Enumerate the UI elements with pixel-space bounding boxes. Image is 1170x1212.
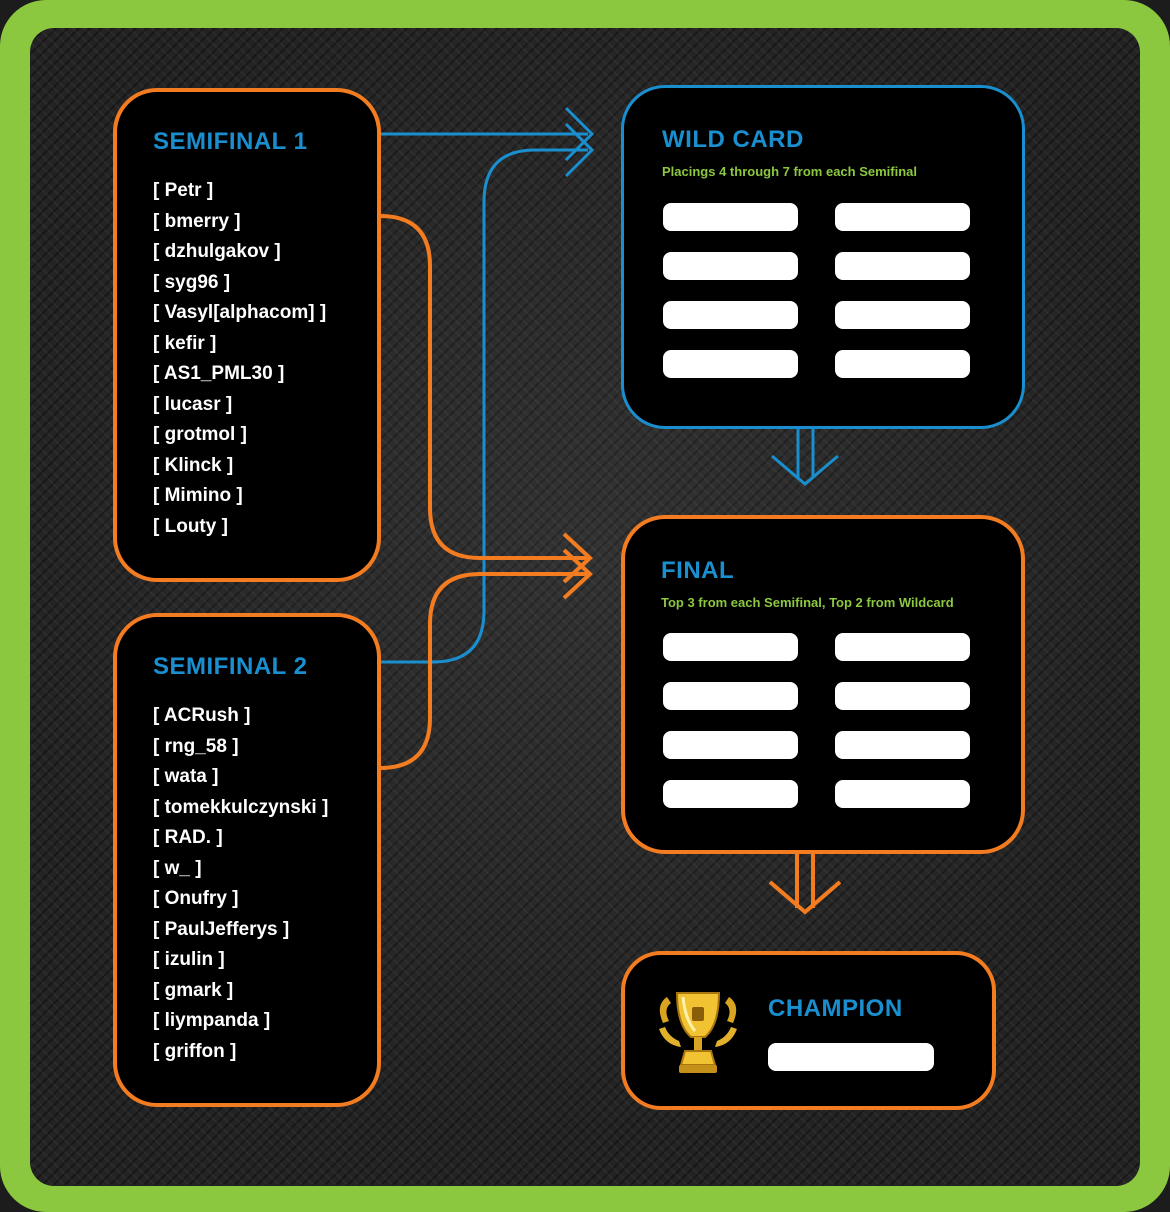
sf2-to-wildcard-line xyxy=(380,148,588,664)
player-entry: [ syg96 ] xyxy=(153,271,231,293)
sf2-to-wildcard-arrowhead xyxy=(564,122,595,178)
semifinal-1-panel: SEMIFINAL 1 [ Petr ] [ bmerry ] [ dzhulgak… xyxy=(113,88,381,582)
semifinal-2-player-list: [ ACRush ] [ rng_58 ] [ wata ] [ tomekkulcz… xyxy=(153,701,328,1067)
wildcard-slot xyxy=(663,301,798,329)
player-entry: [ wata ] xyxy=(153,766,219,787)
wildcard-panel: WILD CARD Placings 4 through 7 from each… xyxy=(621,85,1025,429)
wildcard-subtitle: Placings 4 through 7 from each Semifinal xyxy=(662,164,918,179)
player-entry: [ lucasr ] xyxy=(153,393,233,415)
wildcard-title: WILD CARD xyxy=(662,126,804,153)
semifinal-2-title: SEMIFINAL 2 xyxy=(153,653,308,680)
final-slot xyxy=(835,731,970,759)
sf2-to-final-line xyxy=(379,572,588,770)
player-entry: [ RAD. ] xyxy=(153,827,223,848)
final-slot xyxy=(663,633,798,661)
player-entry: [ rng_58 ] xyxy=(153,735,239,757)
player-entry: [ Louty ] xyxy=(153,515,228,537)
champion-title: CHAMPION xyxy=(768,995,903,1022)
sf1-to-final-line xyxy=(379,214,588,560)
final-slot xyxy=(835,633,970,661)
wildcard-slot xyxy=(835,350,970,378)
player-entry: [ PaulJefferys ] xyxy=(153,918,290,940)
wildcard-slot xyxy=(835,252,970,280)
final-slot xyxy=(835,682,970,710)
champion-panel: CHAMPION xyxy=(621,951,996,1110)
player-entry: [ izulin ] xyxy=(153,949,225,970)
player-entry: [ ACRush ] xyxy=(153,705,251,726)
player-entry: [ gmark ] xyxy=(153,979,234,1001)
player-entry: [ Klinck ] xyxy=(153,454,234,476)
final-slot xyxy=(663,682,798,710)
final-to-champion-arrow xyxy=(768,850,842,915)
player-entry: [ Vasyl[alphacom] ] xyxy=(153,302,327,323)
semifinal-1-player-list: [ Petr ] [ bmerry ] [ dzhulgakov ] [ syg96 … xyxy=(153,176,326,542)
player-entry: [ dzhulgakov ] xyxy=(153,241,281,262)
final-slot xyxy=(663,731,798,759)
trophy-icon xyxy=(659,992,737,1073)
wildcard-slot xyxy=(663,203,798,231)
player-entry: [ grotmol ] xyxy=(153,424,247,445)
semifinal-1-title: SEMIFINAL 1 xyxy=(153,128,308,155)
wildcard-slot xyxy=(663,350,798,378)
player-entry: [ griffon ] xyxy=(153,1040,237,1062)
champion-slot xyxy=(768,1043,934,1071)
final-slot xyxy=(835,780,970,808)
player-entry: [ Onufry ] xyxy=(153,888,239,909)
wildcard-slot xyxy=(835,301,970,329)
player-entry: [ tomekkulczynski ] xyxy=(153,796,329,818)
semifinal-2-panel: SEMIFINAL 2 [ ACRush ] [ rng_58 ] [ wata ]… xyxy=(113,613,381,1107)
player-entry: [ liympanda ] xyxy=(153,1010,271,1031)
final-panel: FINAL Top 3 from each Semifinal, Top 2 f… xyxy=(621,515,1025,854)
player-entry: [ AS1_PML30 ] xyxy=(153,363,285,384)
final-subtitle: Top 3 from each Semifinal, Top 2 from Wi… xyxy=(661,595,954,610)
player-entry: [ Mimino ] xyxy=(153,485,243,506)
sf2-to-final-arrowhead xyxy=(562,548,593,600)
final-title: FINAL xyxy=(661,557,735,584)
wildcard-to-final-arrow xyxy=(771,420,839,486)
player-entry: [ kefir ] xyxy=(153,332,217,354)
player-entry: [ w_ ] xyxy=(153,857,202,879)
player-entry: [ Petr ] xyxy=(153,180,214,201)
player-entry: [ bmerry ] xyxy=(153,210,241,232)
wildcard-slot xyxy=(663,252,798,280)
wildcard-slot xyxy=(835,203,970,231)
final-slot xyxy=(663,780,798,808)
